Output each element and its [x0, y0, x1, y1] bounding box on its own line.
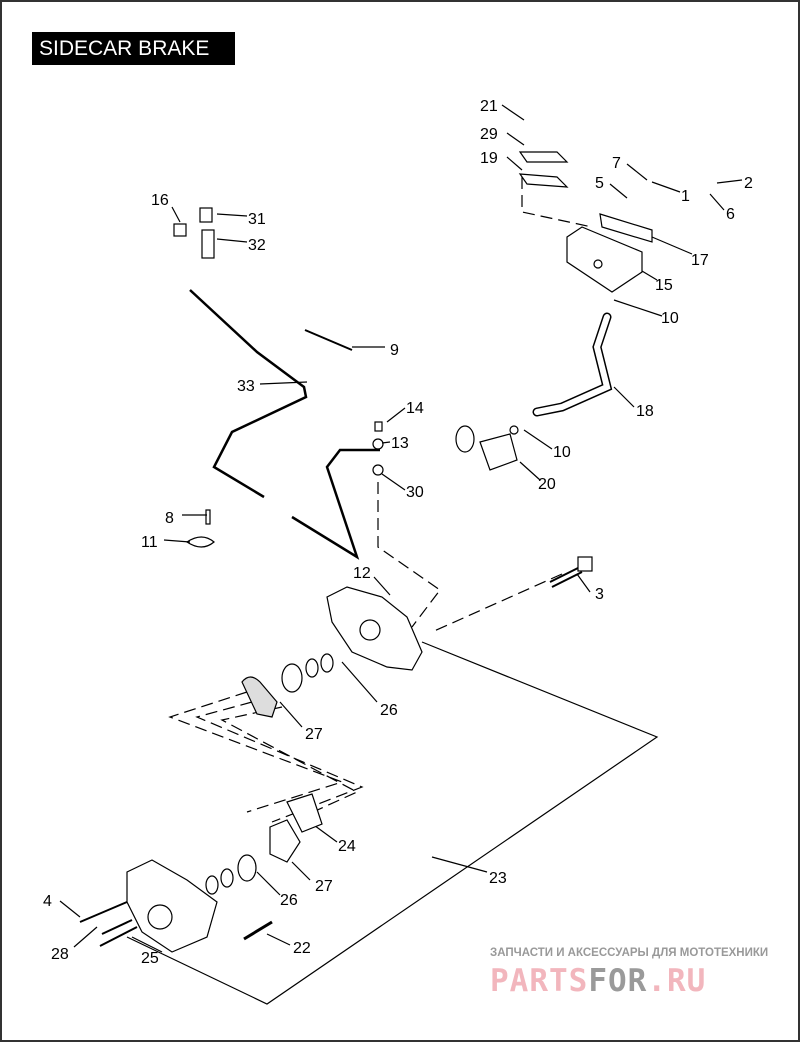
callout-21: 21 [480, 98, 498, 115]
brake-line-30 [291, 448, 380, 560]
fitting-16 [173, 223, 187, 237]
logo-part-parts: PARTS [490, 963, 589, 999]
callout-6: 6 [726, 206, 735, 223]
callout-17: 17 [691, 252, 709, 269]
callout-13: 13 [391, 435, 409, 452]
brake-pad-27b [269, 819, 301, 863]
brake-pad-27 [241, 676, 278, 718]
o-ring-20 [455, 425, 475, 453]
pad-pin-24 [286, 793, 323, 833]
callout-20: 20 [538, 476, 556, 493]
caliper-lower [126, 859, 218, 953]
callout-23: 23 [489, 870, 507, 887]
logo-part-ru: .RU [647, 963, 707, 999]
callout-18: 18 [636, 403, 654, 420]
callout-27: 27 [305, 726, 323, 743]
piston-seal-26 [281, 663, 303, 693]
watermark-subtitle: ЗАПЧАСТИ И АКСЕССУАРЫ ДЛЯ МОТОТЕХНИКИ [490, 947, 769, 959]
callout-7: 7 [612, 155, 621, 172]
cover-29 [518, 151, 569, 163]
piston-seal-26b [237, 854, 257, 882]
callout-14: 14 [406, 400, 424, 417]
reservoir-20 [479, 433, 518, 471]
callout-25: 25 [141, 950, 159, 967]
bleeder-22 [243, 920, 273, 941]
callout-2: 2 [744, 175, 753, 192]
callout-10: 10 [661, 310, 679, 327]
callout-32: 32 [248, 237, 266, 254]
callout-9: 9 [390, 342, 399, 359]
logo-part-for: FOR [588, 963, 648, 999]
master-cylinder-15 [566, 226, 643, 293]
callout-15: 15 [655, 277, 673, 294]
bolt-3 [549, 566, 583, 588]
assembly-dashed-lines [168, 177, 593, 823]
callout-33: 33 [237, 378, 255, 395]
hose-18 [532, 312, 613, 417]
callout-11: 11 [141, 534, 158, 551]
callout-31: 31 [248, 211, 266, 228]
callout-26: 26 [380, 702, 398, 719]
clip-9 [304, 329, 353, 351]
callout-26b: 26 [280, 892, 298, 909]
bracket-17 [599, 213, 653, 243]
callout-16: 16 [151, 192, 169, 209]
callout-30: 30 [406, 484, 424, 501]
leader-lines [59, 104, 743, 953]
nut-31 [199, 207, 213, 223]
callout-1: 1 [681, 188, 690, 205]
callout-12: 12 [353, 565, 371, 582]
caliper-upper [326, 586, 423, 671]
callout-5: 5 [595, 175, 604, 192]
callout-29: 29 [480, 126, 498, 143]
gasket-19 [518, 173, 569, 188]
pins-25-28 [79, 901, 138, 947]
fitting-32 [201, 229, 215, 259]
callout-8: 8 [165, 510, 174, 527]
callout-labels: 21 29 19 7 5 1 2 6 17 15 10 16 31 32 9 3… [43, 98, 753, 967]
watermark-logo: PARTSFOR.RU [490, 964, 706, 998]
callout-19: 19 [480, 150, 498, 167]
callout-10b: 10 [553, 444, 571, 461]
callout-28: 28 [51, 946, 69, 963]
page-title: SIDECAR BRAKE [32, 32, 235, 65]
callout-27b: 27 [315, 878, 333, 895]
brake-line-33 [189, 289, 308, 499]
callout-24: 24 [338, 838, 356, 855]
clamp-11 [185, 536, 215, 548]
callout-4: 4 [43, 893, 52, 910]
brake-line-23 [126, 641, 659, 1005]
callout-3: 3 [595, 586, 604, 603]
callout-22: 22 [293, 940, 311, 957]
